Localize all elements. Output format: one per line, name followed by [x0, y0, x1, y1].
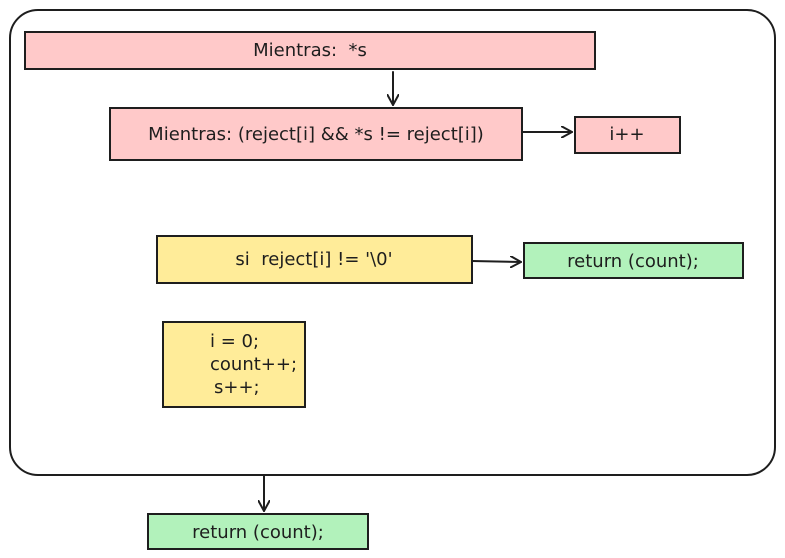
while-s-label: Mientras: *s — [253, 40, 367, 61]
if-reject-label: si reject[i] != '\0' — [235, 249, 392, 270]
loop-body-node: i = 0; count++; s++; — [162, 321, 306, 408]
body-line-1: i = 0; — [210, 331, 259, 352]
arrow-if-to-return — [471, 261, 522, 262]
while-reject-label: Mientras: (reject[i] && *s != reject[i]) — [148, 124, 484, 145]
while-reject-node: Mientras: (reject[i] && *s != reject[i]) — [109, 107, 523, 161]
return-inner-node: return (count); — [523, 242, 744, 279]
increment-i-label: i++ — [609, 124, 644, 145]
if-reject-node: si reject[i] != '\0' — [156, 235, 473, 284]
return-outer-node: return (count); — [147, 513, 369, 550]
return-inner-label: return (count); — [567, 251, 699, 272]
body-line-2: count++; — [210, 354, 297, 375]
while-s-node: Mientras: *s — [24, 31, 596, 70]
body-line-3: s++; — [214, 377, 260, 398]
loop-container — [9, 9, 776, 476]
return-outer-label: return (count); — [192, 522, 324, 543]
increment-i-node: i++ — [574, 116, 681, 154]
